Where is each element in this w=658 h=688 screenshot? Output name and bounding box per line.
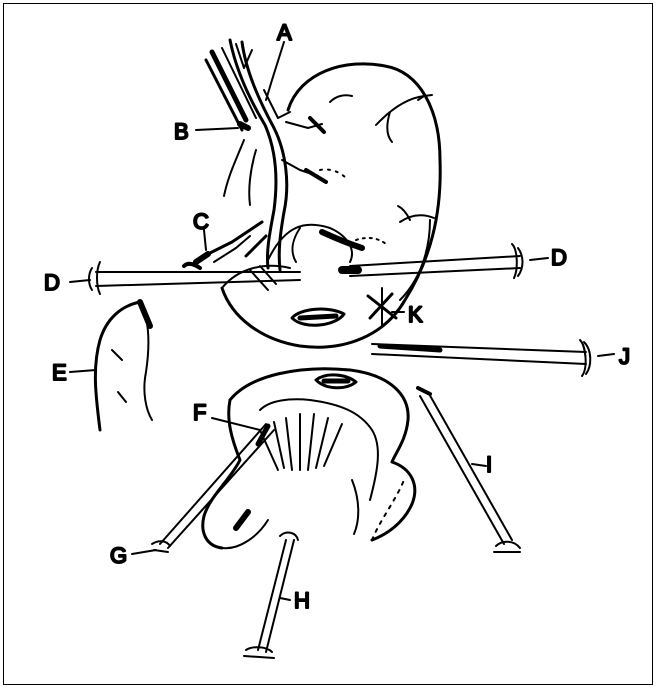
label-g: G — [110, 543, 127, 568]
label-h: H — [294, 588, 310, 613]
label-b: B — [174, 119, 189, 144]
pin-h — [244, 533, 298, 658]
pin-d-right — [342, 244, 523, 278]
k-vessel — [368, 288, 396, 326]
label-d-left: D — [44, 270, 60, 295]
label-j: J — [619, 344, 630, 369]
label-e: E — [52, 360, 67, 385]
label-d-right: D — [551, 245, 567, 270]
pin-j — [372, 340, 590, 376]
label-a: A — [277, 20, 292, 45]
leader-lines — [70, 42, 614, 600]
label-f: F — [193, 400, 206, 425]
label-c: C — [193, 209, 209, 234]
tissue-e — [95, 302, 152, 430]
label-i: I — [486, 452, 492, 477]
pin-g — [152, 424, 274, 552]
pin-i — [418, 388, 520, 552]
label-k: K — [408, 302, 423, 327]
